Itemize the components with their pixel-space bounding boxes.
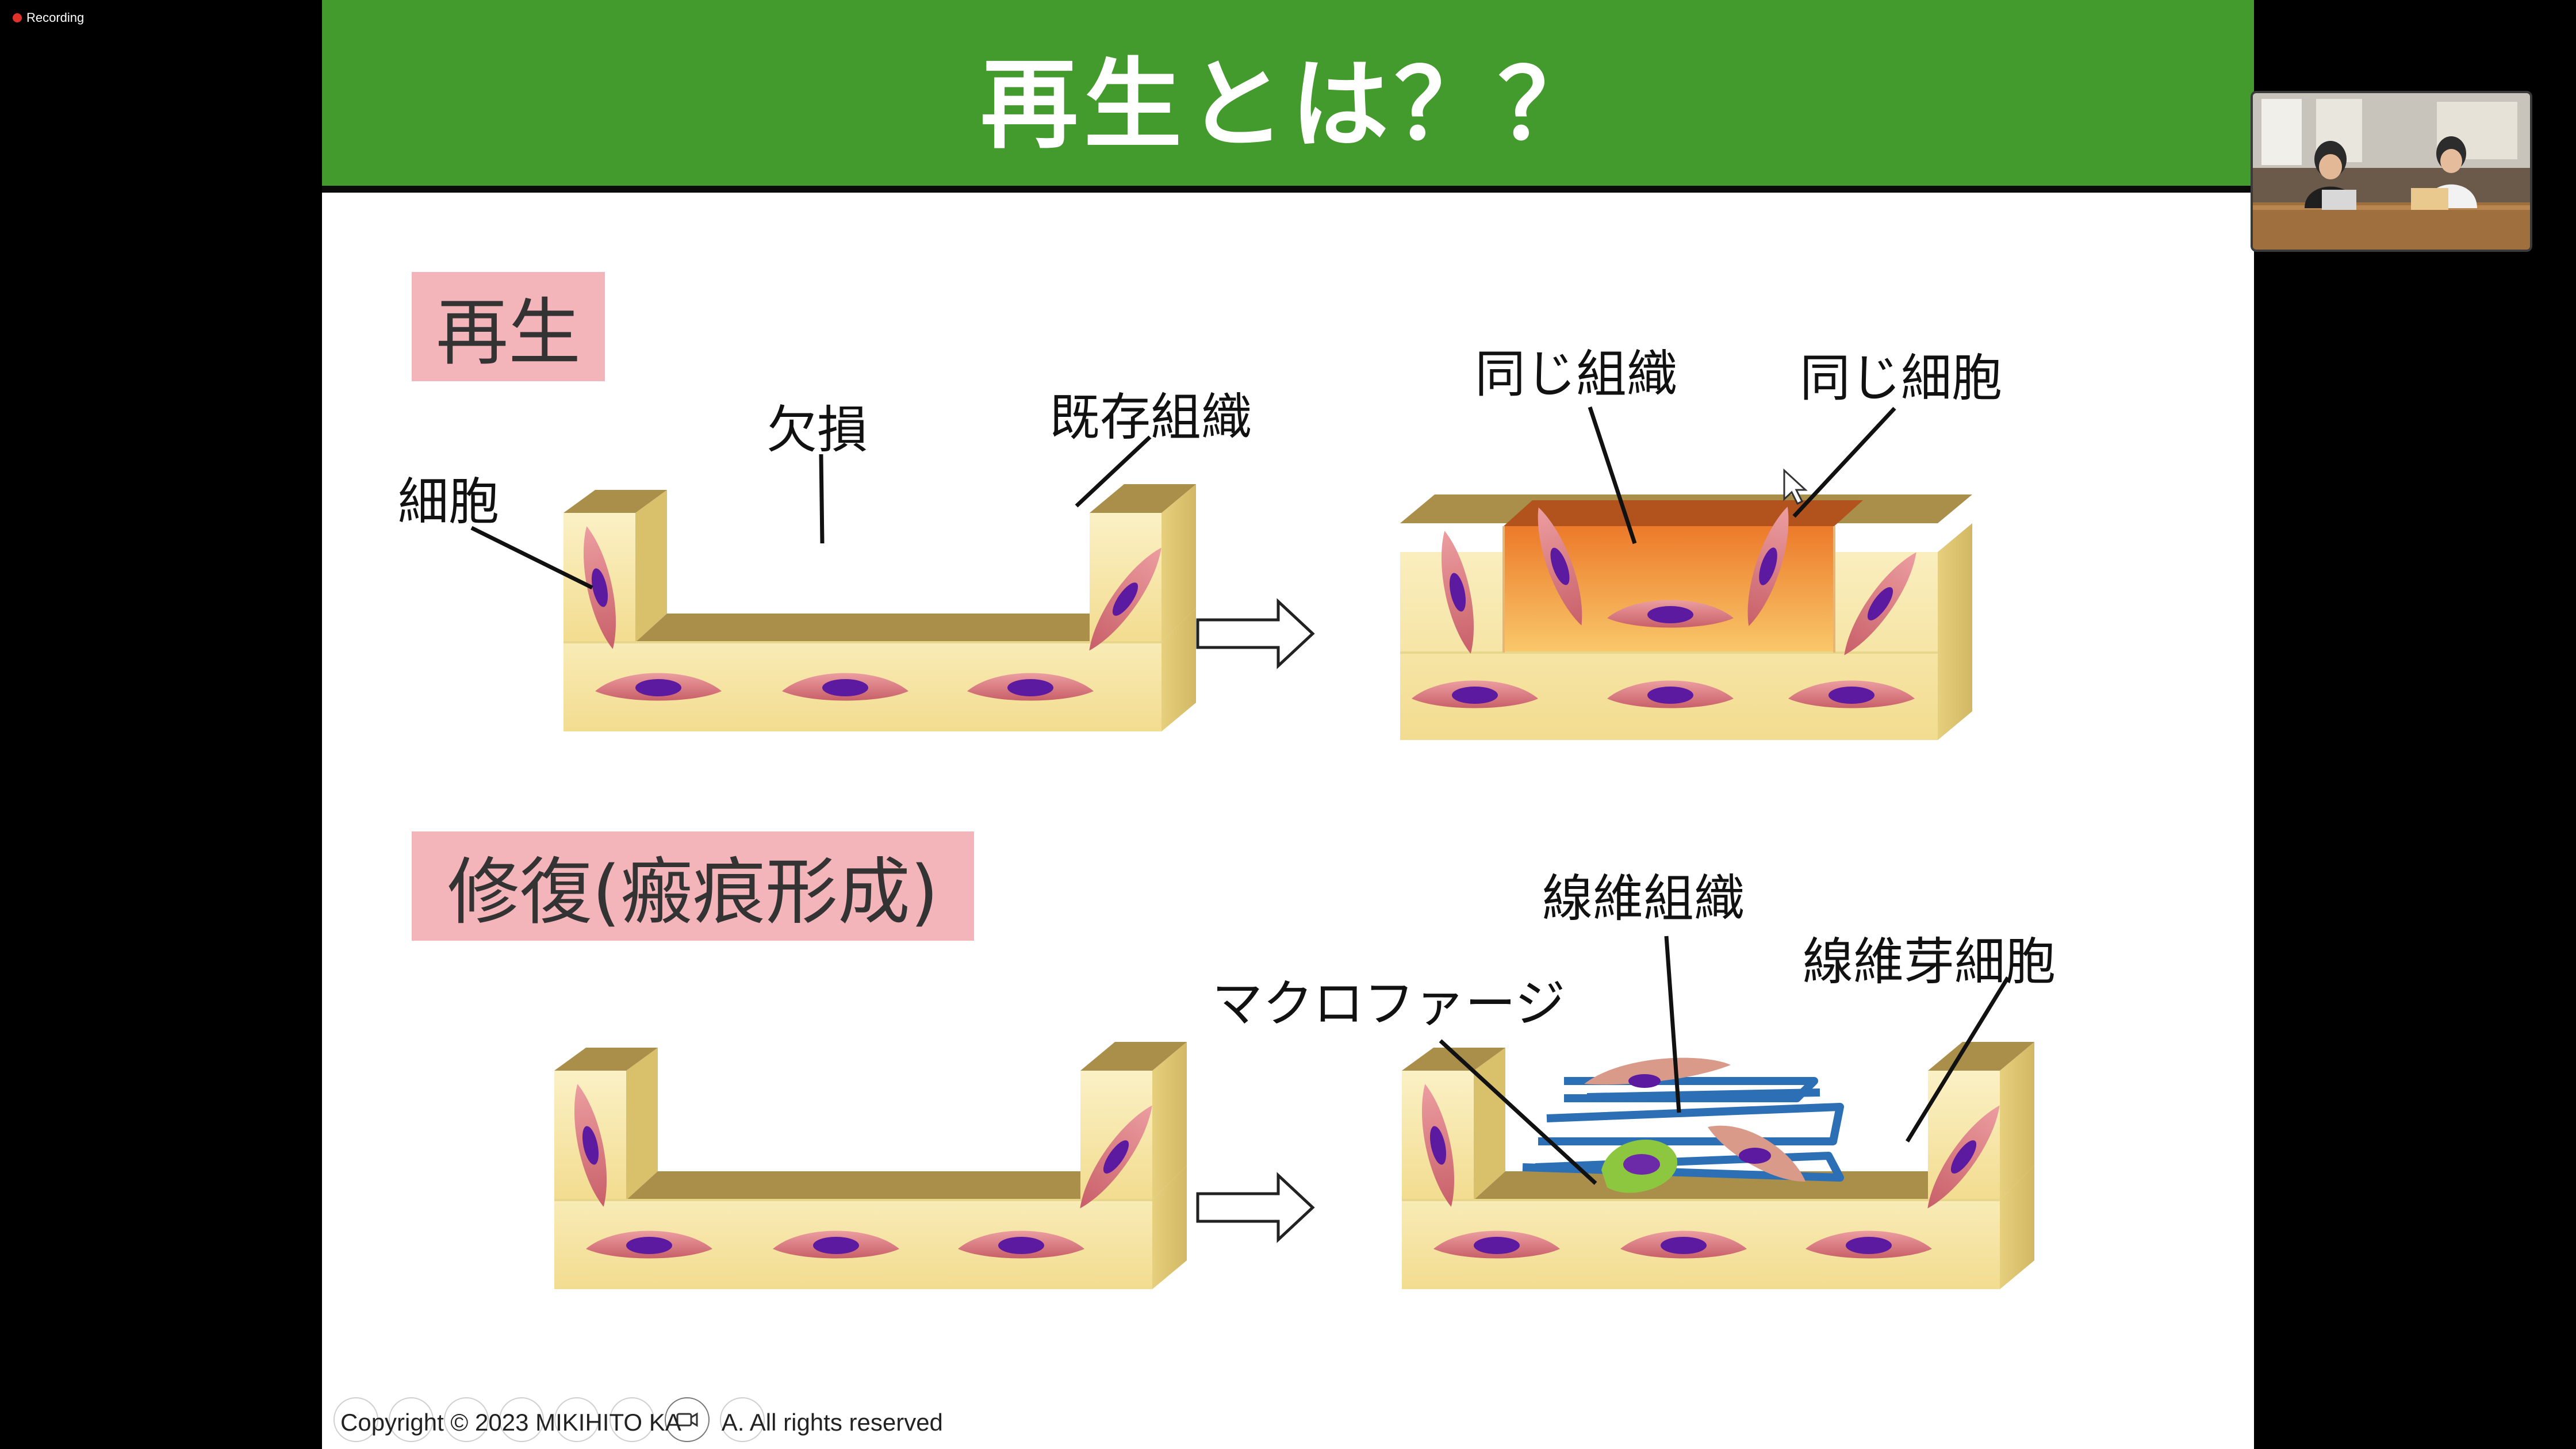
video-camera-button[interactable] [665,1397,710,1442]
record-dot-icon [13,13,22,22]
toolbar-button[interactable] [444,1397,489,1442]
annotation-lines [470,406,2010,1185]
tissue-scar [1402,1042,2034,1289]
presentation-slide: 再生とは？？ [322,0,2254,1449]
toolbar-button[interactable] [610,1397,654,1442]
video-feed [2253,93,2530,250]
annotation-cell: 細胞 [398,472,500,531]
section-label-regeneration: 再生 [412,272,605,381]
slide-toolbar [334,1397,765,1442]
annotation-fibrous-tissue: 線維組織 [1542,869,1745,928]
annotation-fibroblast: 線維芽細胞 [1803,932,2056,991]
title-bar: 再生とは？？ [322,0,2254,193]
participant-video-thumbnail[interactable] [2251,91,2532,252]
arrow-right-icon [1198,1175,1313,1240]
toolbar-button[interactable] [499,1397,544,1442]
annotation-macrophage: マクロファージ [1212,974,1566,1033]
copyright-footer: Copyright © 2023 MIKIHITO KA A. All righ… [340,1409,943,1436]
recording-indicator: Recording [13,10,84,25]
tissue-defect-bottom [554,1042,1187,1289]
toolbar-button[interactable] [334,1397,378,1442]
toolbar-button[interactable] [554,1397,599,1442]
video-camera-icon [676,1412,698,1427]
annotation-same-cell: 同じ細胞 [1800,348,2003,408]
section-label-repair: 修復(瘢痕形成) [412,831,974,941]
annotation-existing-tissue: 既存組織 [1049,388,1252,447]
recording-label: Recording [26,10,85,25]
regeneration-diagram [470,406,2254,1449]
mouse-cursor-icon [1783,468,1808,505]
tissue-defect-top [564,484,1196,731]
toolbar-button[interactable] [720,1397,765,1442]
annotation-defect: 欠損 [766,400,868,459]
tissue-regenerated [1400,494,1972,740]
annotation-same-tissue: 同じ組織 [1475,344,1678,404]
slide-title: 再生とは？？ [980,48,1601,162]
arrow-right-icon [1198,601,1313,666]
toolbar-button[interactable] [389,1397,434,1442]
